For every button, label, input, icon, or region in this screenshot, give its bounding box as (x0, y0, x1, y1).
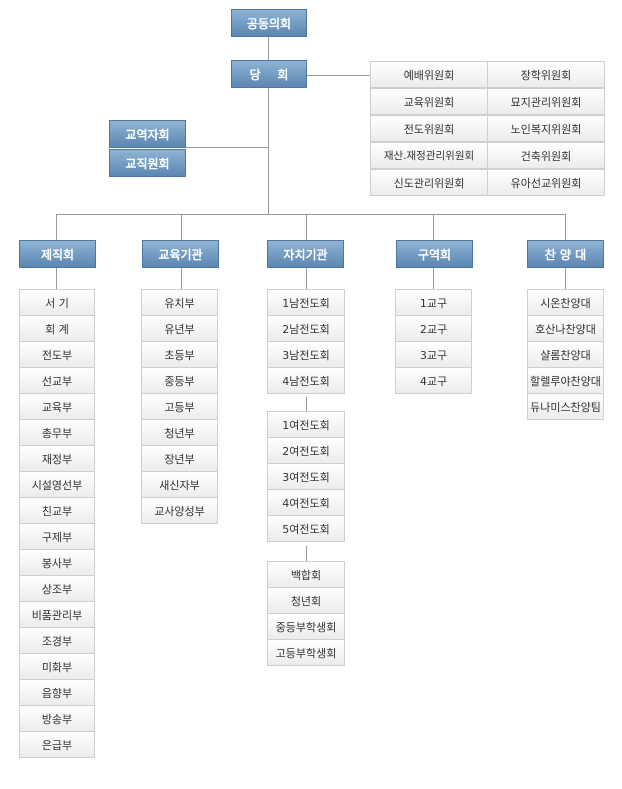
list-item[interactable]: 4여전도회 (267, 489, 345, 516)
connector-col1-list (56, 267, 57, 289)
list-item[interactable]: 음향부 (19, 679, 95, 706)
list-item[interactable]: 교사양성부 (141, 497, 218, 524)
column-header-choir[interactable]: 찬 양 대 (527, 240, 604, 268)
list-item[interactable]: 중등부 (141, 367, 218, 394)
connector-col-4 (433, 214, 434, 240)
connector-horizontal-bus (56, 214, 566, 215)
list-item[interactable]: 샬롬찬양대 (527, 341, 604, 368)
committee-cell[interactable]: 신도관리위원회 (370, 169, 488, 196)
list-item[interactable]: 4교구 (395, 367, 472, 394)
list-item[interactable]: 은급부 (19, 731, 95, 758)
list-item[interactable]: 비품관리부 (19, 601, 95, 628)
list-item[interactable]: 1여전도회 (267, 411, 345, 438)
list-item[interactable]: 초등부 (141, 341, 218, 368)
connector-admin (186, 147, 269, 148)
connector-col5-list (565, 267, 566, 289)
connector-col-1 (56, 214, 57, 240)
connector-col-3 (306, 214, 307, 240)
list-item[interactable]: 3남전도회 (267, 341, 345, 368)
list-item[interactable]: 2여전도회 (267, 437, 345, 464)
connector-session-committees (307, 75, 370, 76)
committee-cell[interactable]: 장학위원회 (487, 61, 605, 88)
committee-cell[interactable]: 전도위원회 (370, 115, 488, 142)
list-item[interactable]: 2남전도회 (267, 315, 345, 342)
connector-joint-session (268, 37, 269, 62)
list-item[interactable]: 3여전도회 (267, 463, 345, 490)
list-item[interactable]: 회 계 (19, 315, 95, 342)
committee-cell[interactable]: 유아선교위원회 (487, 169, 605, 196)
list-item[interactable]: 청년부 (141, 419, 218, 446)
committee-cell[interactable]: 교육위원회 (370, 88, 488, 115)
connector-col3-group2 (306, 397, 307, 412)
list-item[interactable]: 4남전도회 (267, 367, 345, 394)
session-box[interactable]: 당 회 (231, 60, 307, 88)
list-item[interactable]: 친교부 (19, 497, 95, 524)
committees-grid: 예배위원회 장학위원회 교육위원회 묘지관리위원회 전도위원회 노인복지위원회 … (370, 61, 605, 196)
list-item[interactable]: 청년회 (267, 587, 345, 614)
connector-session-down (268, 87, 269, 214)
committee-cell[interactable]: 건축위원회 (487, 142, 605, 169)
list-item[interactable]: 1남전도회 (267, 289, 345, 316)
list-item[interactable]: 3교구 (395, 341, 472, 368)
list-item[interactable]: 전도부 (19, 341, 95, 368)
list-item[interactable]: 조경부 (19, 627, 95, 654)
list-item[interactable]: 1교구 (395, 289, 472, 316)
column-header-education[interactable]: 교육기관 (142, 240, 219, 268)
list-item[interactable]: 시설영선부 (19, 471, 95, 498)
list-item[interactable]: 할렐루야찬양대 (527, 367, 604, 394)
list-item[interactable]: 새신자부 (141, 471, 218, 498)
connector-col2-list (181, 267, 182, 289)
list-item[interactable]: 시온찬양대 (527, 289, 604, 316)
list-item[interactable]: 5여전도회 (267, 515, 345, 542)
committee-cell[interactable]: 예배위원회 (370, 61, 488, 88)
list-item[interactable]: 2교구 (395, 315, 472, 342)
list-item[interactable]: 중등부학생회 (267, 613, 345, 640)
list-item[interactable]: 서 기 (19, 289, 95, 316)
list-item[interactable]: 구제부 (19, 523, 95, 550)
committee-cell[interactable]: 재산.재정관리위원회 (370, 142, 488, 169)
list-item[interactable]: 유년부 (141, 315, 218, 342)
column-header-officers[interactable]: 제직회 (19, 240, 96, 268)
ministers-council-box[interactable]: 교역자회 (109, 120, 186, 148)
list-item[interactable]: 고등부학생회 (267, 639, 345, 666)
list-item[interactable]: 방송부 (19, 705, 95, 732)
list-item[interactable]: 선교부 (19, 367, 95, 394)
column-header-districts[interactable]: 구역회 (396, 240, 473, 268)
list-item[interactable]: 고등부 (141, 393, 218, 420)
staff-council-box[interactable]: 교직원회 (109, 149, 186, 177)
list-item[interactable]: 장년부 (141, 445, 218, 472)
list-item[interactable]: 상조부 (19, 575, 95, 602)
list-item[interactable]: 봉사부 (19, 549, 95, 576)
joint-assembly-box[interactable]: 공동의회 (231, 9, 307, 37)
committee-cell[interactable]: 노인복지위원회 (487, 115, 605, 142)
connector-col-2 (181, 214, 182, 240)
list-item[interactable]: 교육부 (19, 393, 95, 420)
connector-col4-list (433, 267, 434, 289)
connector-col-5 (565, 214, 566, 240)
list-item[interactable]: 재정부 (19, 445, 95, 472)
list-item[interactable]: 총무부 (19, 419, 95, 446)
committee-cell[interactable]: 묘지관리위원회 (487, 88, 605, 115)
list-item[interactable]: 듀나미스찬양팀 (527, 393, 604, 420)
list-item[interactable]: 유치부 (141, 289, 218, 316)
list-item[interactable]: 호산나찬양대 (527, 315, 604, 342)
connector-col3-group3 (306, 546, 307, 562)
list-item[interactable]: 백합회 (267, 561, 345, 588)
column-header-autonomous[interactable]: 자치기관 (267, 240, 344, 268)
list-item[interactable]: 미화부 (19, 653, 95, 680)
connector-col3-list (306, 267, 307, 289)
